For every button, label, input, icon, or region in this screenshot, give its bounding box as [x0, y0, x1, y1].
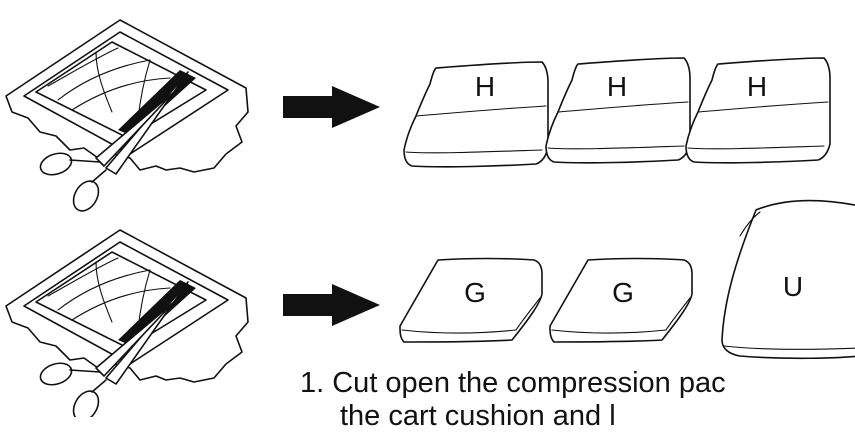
cushion-label: H: [475, 71, 495, 102]
cushion-icon: [721, 199, 855, 360]
cushion-label: H: [747, 71, 767, 102]
arrow-right-icon: [283, 284, 380, 326]
compression-package-icon: [5, 229, 249, 417]
compression-package-icon: [5, 19, 249, 217]
cushion-label: U: [783, 271, 803, 302]
cushion-label: G: [612, 277, 634, 308]
arrow-right-icon: [283, 86, 380, 128]
cushion-label: H: [607, 71, 627, 102]
instruction-step-text: 1. Cut open the compression pac: [300, 367, 726, 399]
assembly-diagram: H H H G G U: [5, 19, 855, 417]
instruction-step-text-continued: the cart cushion and l: [340, 400, 616, 432]
cushion-label: G: [464, 277, 486, 308]
